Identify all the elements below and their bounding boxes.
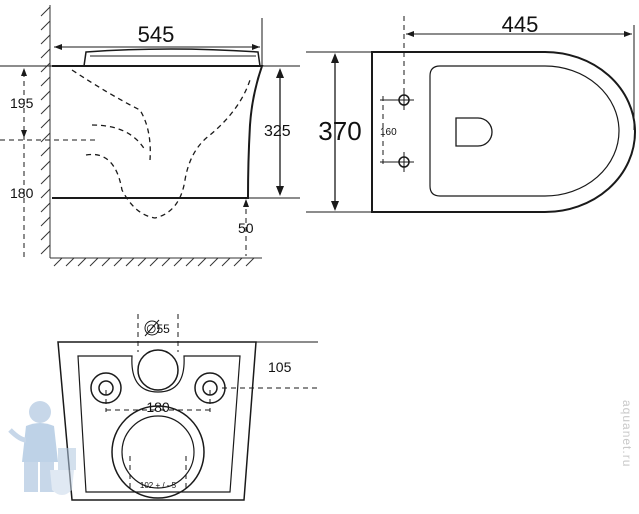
bowl-opening: [455, 117, 493, 147]
top-outline: [371, 51, 636, 213]
inlet-height-105-label: 105: [268, 359, 292, 375]
depth-445-label: 445: [502, 12, 539, 37]
height-195-label: 195: [10, 95, 34, 111]
width-370-label: 370: [318, 116, 361, 146]
rear-inner-outline: [77, 355, 241, 493]
rear-view: ∅55 180 105 102 + / - 5: [57, 314, 318, 501]
width-545-label: 545: [138, 22, 175, 47]
outlet-diameter-label: ∅55: [146, 322, 170, 336]
plumber-mascot-icon: [8, 401, 76, 495]
top-inner-rim: [429, 65, 620, 197]
rear-bolt-spacing-label: 180: [146, 399, 170, 415]
height-180-label: 180: [10, 185, 34, 201]
bolt-spacing-160-label: 160: [380, 127, 397, 138]
trap-dashed-line: [71, 69, 151, 161]
rear-bolt-right: [194, 372, 226, 404]
drain-tolerance-label: 102 + / - 5: [140, 481, 177, 490]
rear-outer-outline: [57, 341, 257, 501]
height-325-label: 325: [264, 123, 291, 140]
side-view: 545 195 180 325 50: [0, 5, 300, 267]
seat-lid-outline: [83, 48, 261, 67]
wall-hatch: [40, 5, 51, 258]
drain-inner-circle: [121, 415, 195, 489]
height-50-label: 50: [238, 220, 254, 236]
bowl-body-outline: [52, 65, 264, 199]
site-watermark: aquanet.ru: [620, 400, 634, 468]
rear-bolt-left: [90, 372, 122, 404]
drain-outer-circle: [111, 405, 205, 499]
top-view: 160 445 370: [306, 12, 636, 213]
floor-hatch: [50, 257, 262, 267]
outlet-circle: [137, 349, 179, 391]
diameter-icon: [144, 319, 160, 337]
